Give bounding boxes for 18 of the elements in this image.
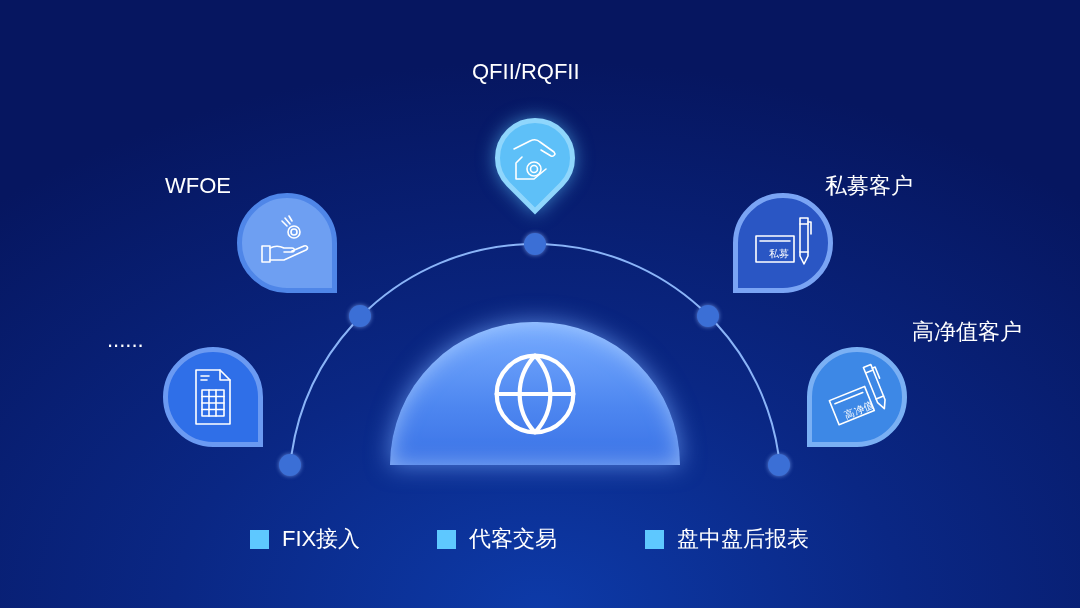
legend-label: 盘中盘后报表	[677, 526, 809, 552]
dot-marker	[279, 454, 301, 476]
arc-line	[367, 243, 525, 310]
pin-label: WFOE	[165, 172, 231, 200]
dot-marker	[349, 305, 371, 327]
arc-line	[715, 322, 780, 455]
pin-label: 私募客户	[825, 172, 913, 200]
legend-label: 代客交易	[469, 526, 557, 552]
pin-label: 高净值客户	[912, 318, 1022, 346]
arc-line	[545, 243, 702, 309]
dot-marker	[768, 454, 790, 476]
pin-label: QFII/RQFII	[472, 58, 580, 86]
dot-marker	[697, 305, 719, 327]
legend-label: FIX接入	[282, 526, 361, 552]
arc-line	[290, 323, 354, 456]
icon-text: 私募	[769, 248, 789, 260]
pin-label: ......	[107, 326, 144, 354]
dot-marker	[524, 233, 546, 255]
